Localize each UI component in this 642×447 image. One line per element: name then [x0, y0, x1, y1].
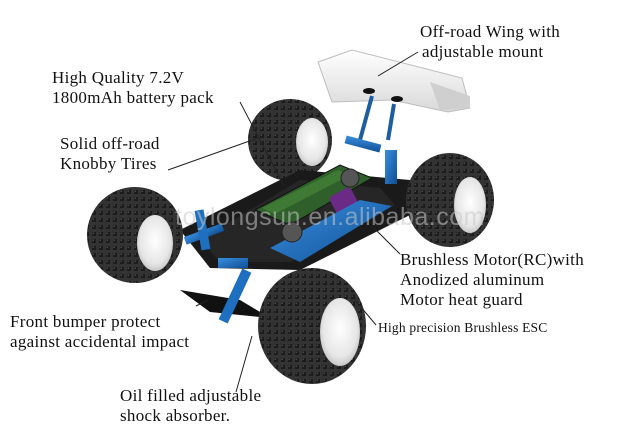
shock-label-line: shock absorber. [120, 406, 231, 425]
esc-label: High precision Brushless ESC [378, 320, 548, 335]
motor-label-line: Brushless Motor(RC)with [400, 250, 584, 269]
leader-bumper [195, 299, 209, 307]
front-right-tire [258, 268, 366, 384]
battery-label-line: 1800mAh battery pack [52, 88, 214, 107]
battery-label-line: High Quality 7.2V [52, 68, 185, 87]
rear-left-tire [248, 99, 332, 181]
leader-wing [377, 51, 419, 77]
rear-right-tire [406, 153, 494, 247]
motor-label-line: Motor heat guard [400, 290, 523, 309]
bumper-label-line: against accidental impact [10, 332, 190, 351]
battery-label: High Quality 7.2V 1800mAh battery pack [52, 68, 214, 108]
tires-label-line: Knobby Tires [60, 154, 157, 173]
bumper-label: Front bumper protect against accidental … [10, 312, 189, 352]
leader-battery [239, 101, 285, 187]
leader-motor [371, 225, 401, 255]
leader-tires [167, 137, 259, 171]
rear-wing [317, 49, 471, 141]
bumper-label-line: Front bumper protect [10, 312, 161, 331]
wing-label-line: adjustable mount [422, 42, 544, 61]
wing-label: Off-road Wing with adjustable mount [420, 22, 560, 62]
front-left-tire [87, 187, 183, 283]
leader-esc [354, 299, 377, 326]
leader-lines [167, 51, 419, 393]
shock-label-line: Oil filled adjustable [120, 386, 262, 405]
leader-shock [235, 335, 253, 393]
tires-label: Solid off-road Knobby Tires [60, 134, 160, 174]
motor-label-line: Anodized aluminum [400, 270, 545, 289]
wing-label-line: Off-road Wing with [420, 22, 561, 41]
watermark-text: toylongsun.en.alibaba.com [175, 203, 485, 231]
motor-label: Brushless Motor(RC)with Anodized aluminu… [400, 250, 584, 310]
tires-label-line: Solid off-road [60, 134, 160, 153]
shock-label: Oil filled adjustable shock absorber. [120, 386, 261, 426]
chassis [180, 135, 420, 324]
